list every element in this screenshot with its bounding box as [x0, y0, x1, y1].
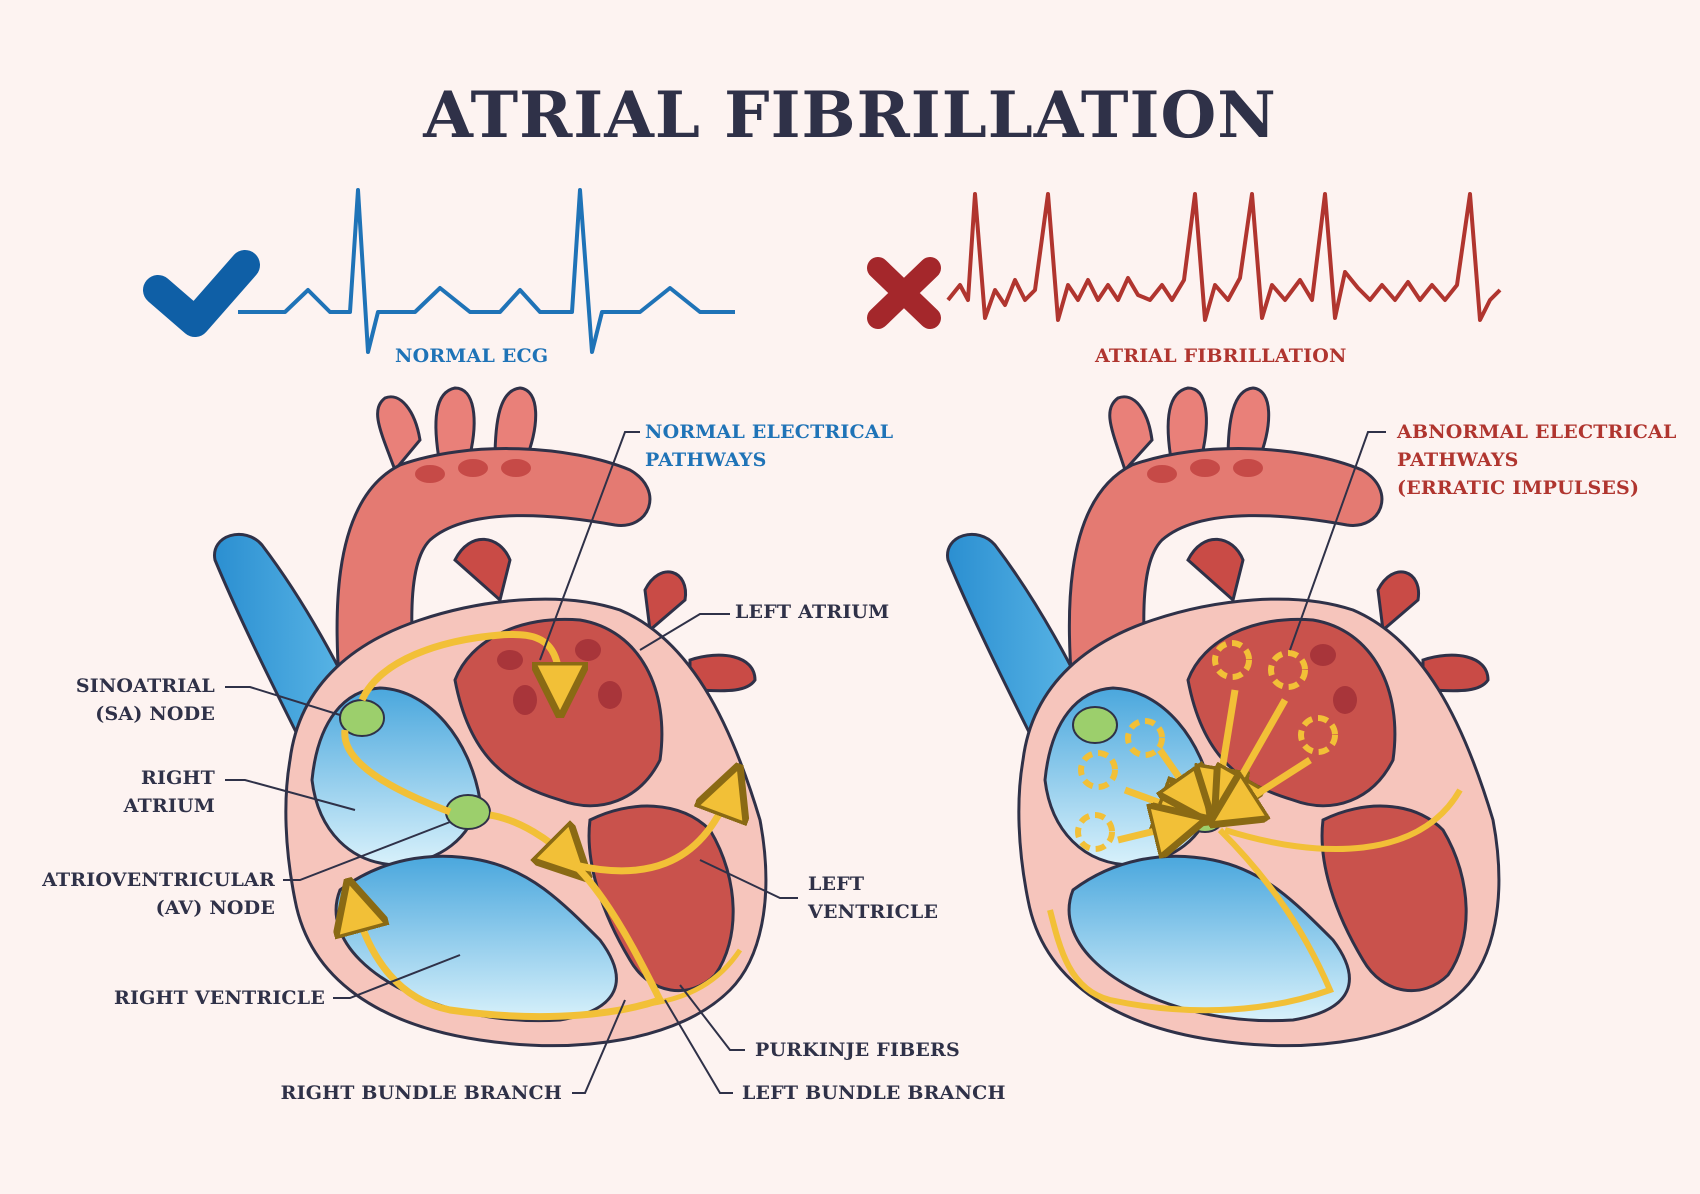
normal-pathways-label: NORMAL ELECTRICAL PATHWAYS	[645, 421, 894, 471]
sa-node-label: SINOATRIAL (SA) NODE	[75, 675, 215, 725]
sa-node-marker-af	[1072, 706, 1118, 744]
right-atrium-label: RIGHT ATRIUM	[123, 767, 215, 817]
leader-lines	[225, 431, 1386, 1094]
heart-normal	[213, 386, 768, 1048]
heart-afib	[946, 386, 1501, 1048]
af-ecg-trace	[946, 192, 1502, 322]
av-node-label: ATRIOVENTRICULAR (AV) NODE	[42, 869, 275, 919]
av-node-marker-af	[1186, 803, 1224, 833]
normal-ecg-label: NORMAL ECG	[395, 345, 549, 367]
af-ecg-label: ATRIAL FIBRILLATION	[1095, 345, 1347, 367]
page-title: ATRIAL FIBRILLATION	[423, 78, 1277, 153]
av-node-marker	[445, 794, 491, 830]
normal-ecg-trace	[238, 188, 735, 354]
purkinje-fibers-label: PURKINJE FIBERS	[755, 1039, 960, 1061]
right-ventricle-label: RIGHT VENTRICLE	[114, 987, 325, 1009]
left-bundle-branch-label: LEFT BUNDLE BRANCH	[742, 1082, 1006, 1104]
left-atrium-label: LEFT ATRIUM	[735, 601, 890, 623]
check-icon	[143, 250, 260, 337]
abnormal-pathways-label: ABNORMAL ELECTRICAL PATHWAYS (ERRATIC IM…	[1397, 421, 1677, 499]
right-bundle-branch-label: RIGHT BUNDLE BRANCH	[280, 1082, 562, 1104]
left-ventricle-label: LEFT VENTRICLE	[808, 873, 939, 923]
cross-icon	[867, 257, 941, 329]
